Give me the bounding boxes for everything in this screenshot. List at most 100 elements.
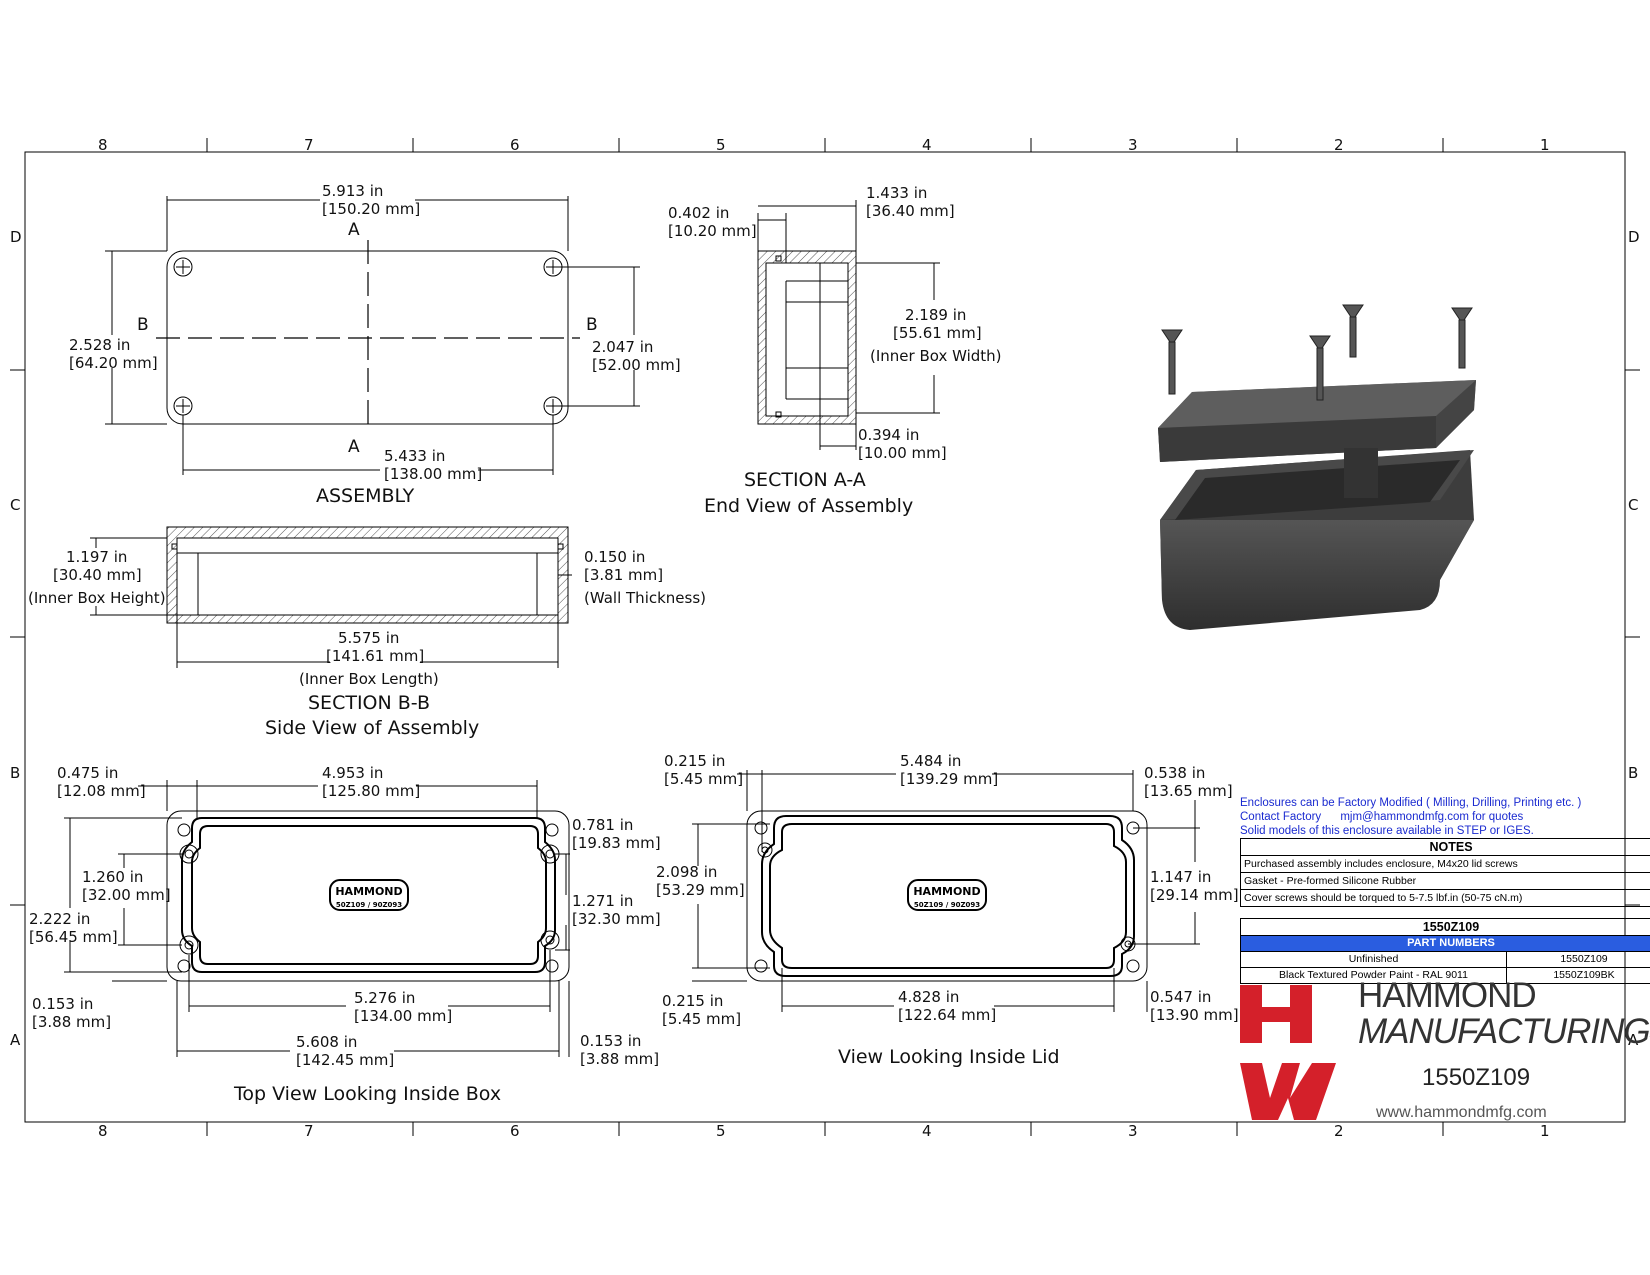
zone-ticks xyxy=(10,138,1640,1136)
dim-lid-d3-mm: [13.65 mm] xyxy=(1144,782,1233,800)
section-bb-view: 1.197 in [30.40 mm] (Inner Box Height) 0… xyxy=(28,526,706,739)
assembly-view: 5.913 in [150.20 mm] 2.528 in [64.20 mm]… xyxy=(69,182,681,507)
info-line-modified: Enclosures can be Factory Modified ( Mil… xyxy=(1240,797,1582,809)
dim-top-d4-in: 1.260 in xyxy=(82,868,143,886)
lid-view-rim xyxy=(761,815,1135,977)
dim-lid-d8-mm: [13.90 mm] xyxy=(1150,1006,1239,1024)
dim-aa-c-mm: [55.61 mm] xyxy=(893,324,982,342)
zone-row-c-right: C xyxy=(1628,496,1638,514)
dim-top-d5-in: 2.222 in xyxy=(29,910,90,928)
dim-bb-height-in: 1.197 in xyxy=(66,548,127,566)
top-view-logo-text: HAMMOND xyxy=(335,885,402,898)
dim-lid-d8-in: 0.547 in xyxy=(1150,988,1211,1006)
dim-top-d3-mm: [19.83 mm] xyxy=(572,834,661,852)
dim-top-d3-in: 0.781 in xyxy=(572,816,633,834)
section-label-a-top: A xyxy=(348,220,360,240)
dim-aa-b-mm: [36.40 mm] xyxy=(866,202,955,220)
dim-hole-x-mm: [138.00 mm] xyxy=(384,465,482,483)
top-view: HAMMOND 50Z109 / 90Z093 4.953 in [125.80… xyxy=(29,764,661,1105)
part-row: Unfinished 1550Z109 xyxy=(1241,952,1650,968)
dim-aa-a-mm: [10.20 mm] xyxy=(668,222,757,240)
hammond-logo xyxy=(1240,985,1336,1120)
zone-col-2: 2 xyxy=(1334,136,1344,154)
dim-lid-d5-in: 1.147 in xyxy=(1150,868,1211,886)
notes-header: NOTES xyxy=(1241,839,1650,856)
zone-col-1-bottom: 1 xyxy=(1540,1122,1550,1140)
lid-view-outline xyxy=(746,810,1148,982)
dim-aa-a-in: 0.402 in xyxy=(668,204,729,222)
zone-col-6-bottom: 6 xyxy=(510,1122,520,1140)
zone-col-3-bottom: 3 xyxy=(1128,1122,1138,1140)
part-row: Black Textured Powder Paint - RAL 9011 1… xyxy=(1241,968,1650,983)
zone-row-a: A xyxy=(10,1031,21,1049)
part-code: 1550Z109BK xyxy=(1553,969,1615,981)
info-line-models: Solid models of this enclosure available… xyxy=(1240,825,1534,837)
lid-view-logo-sub: 50Z109 / 90Z093 xyxy=(914,901,980,909)
zone-col-7-bottom: 7 xyxy=(304,1122,314,1140)
dim-top-d1-mm: [12.08 mm] xyxy=(57,782,146,800)
zone-row-b: B xyxy=(10,764,20,782)
brand-line-1: HAMMOND xyxy=(1358,976,1537,1015)
section-label-b-right: B xyxy=(586,315,598,335)
notes-row: Cover screws should be torqued to 5-7.5 … xyxy=(1244,892,1523,904)
dim-lid-d6-in: 0.215 in xyxy=(662,992,723,1010)
dim-length-mm: [150.20 mm] xyxy=(322,200,420,218)
dim-hole-x-in: 5.433 in xyxy=(384,447,445,465)
dim-bb-length-mm: [141.61 mm] xyxy=(326,647,424,665)
section-bb-title: SECTION B-B xyxy=(308,692,430,714)
enclosure-3d-render xyxy=(1158,304,1476,630)
brand-name: HAMMOND MANUFACTURINGTM xyxy=(1358,978,1650,1059)
dim-aa-b-in: 1.433 in xyxy=(866,184,927,202)
zone-col-8: 8 xyxy=(98,136,108,154)
section-aa-subtitle: End View of Assembly xyxy=(704,495,913,517)
zone-col-6: 6 xyxy=(510,136,520,154)
dim-aa-d-in: 0.394 in xyxy=(858,426,919,444)
part-finish: Black Textured Powder Paint - RAL 9011 xyxy=(1241,968,1507,983)
dim-lid-d4-in: 2.098 in xyxy=(656,863,717,881)
dim-bb-height-mm: [30.40 mm] xyxy=(53,566,142,584)
zone-col-5-bottom: 5 xyxy=(716,1122,726,1140)
dim-lid-d1-mm: [5.45 mm] xyxy=(664,770,743,788)
dim-lid-d7-in: 4.828 in xyxy=(898,988,959,1006)
dim-top-d6-mm: [32.30 mm] xyxy=(572,910,661,928)
contact-email[interactable]: mjm@hammondmfg.com for quotes xyxy=(1340,811,1524,823)
part-numbers-header: PART NUMBERS xyxy=(1241,936,1650,952)
assembly-title: ASSEMBLY xyxy=(316,485,415,507)
section-bb-cavity xyxy=(176,537,559,616)
zone-col-7: 7 xyxy=(304,136,314,154)
dim-top-d2-mm: [125.80 mm] xyxy=(322,782,420,800)
section-aa-view: 0.402 in [10.20 mm] 1.433 in [36.40 mm] … xyxy=(668,184,1002,517)
part-finish: Unfinished xyxy=(1241,952,1507,967)
dim-lid-d3-in: 0.538 in xyxy=(1144,764,1205,782)
dim-lid-d7-mm: [122.64 mm] xyxy=(898,1006,996,1024)
dim-bb-height-note: (Inner Box Height) xyxy=(28,589,166,607)
zone-col-1: 1 xyxy=(1540,136,1550,154)
website[interactable]: www.hammondmfg.com xyxy=(1376,1104,1547,1121)
part-code: 1550Z109 xyxy=(1560,953,1608,965)
dim-bb-wall-mm: [3.81 mm] xyxy=(584,566,663,584)
dim-bb-length-in: 5.575 in xyxy=(338,629,399,647)
dim-bb-wall-in: 0.150 in xyxy=(584,548,645,566)
dim-top-d10-in: 0.153 in xyxy=(580,1032,641,1050)
info-line-contact: Contact Factory mjm@hammondmfg.com for q… xyxy=(1240,810,1650,824)
dim-top-d10-mm: [3.88 mm] xyxy=(580,1050,659,1068)
top-view-logo-sub: 50Z109 / 90Z093 xyxy=(336,901,402,909)
lid-view-gasket xyxy=(769,823,1127,969)
zone-row-b-right: B xyxy=(1628,764,1638,782)
part-numbers-table: 1550Z109 PART NUMBERS Unfinished 1550Z10… xyxy=(1240,918,1650,984)
section-aa-cavity xyxy=(765,262,849,417)
zone-col-2-bottom: 2 xyxy=(1334,1122,1344,1140)
dim-top-d8-mm: [134.00 mm] xyxy=(354,1007,452,1025)
section-aa-title: SECTION A-A xyxy=(744,469,866,491)
dim-lid-d6-mm: [5.45 mm] xyxy=(662,1010,741,1028)
dim-top-d7-in: 0.153 in xyxy=(32,995,93,1013)
brand-line-2: MANUFACTURINGTM xyxy=(1358,1014,1650,1059)
notes-row: Purchased assembly includes enclosure, M… xyxy=(1241,856,1650,873)
zone-row-a-right: A xyxy=(1628,1031,1639,1049)
dim-bb-wall-note: (Wall Thickness) xyxy=(584,589,706,607)
zone-col-4: 4 xyxy=(922,136,932,154)
dim-bb-length-note: (Inner Box Length) xyxy=(299,670,439,688)
dim-aa-c-note: (Inner Box Width) xyxy=(870,347,1002,365)
zone-col-8-bottom: 8 xyxy=(98,1122,108,1140)
lid-view-logo-text: HAMMOND xyxy=(913,885,980,898)
